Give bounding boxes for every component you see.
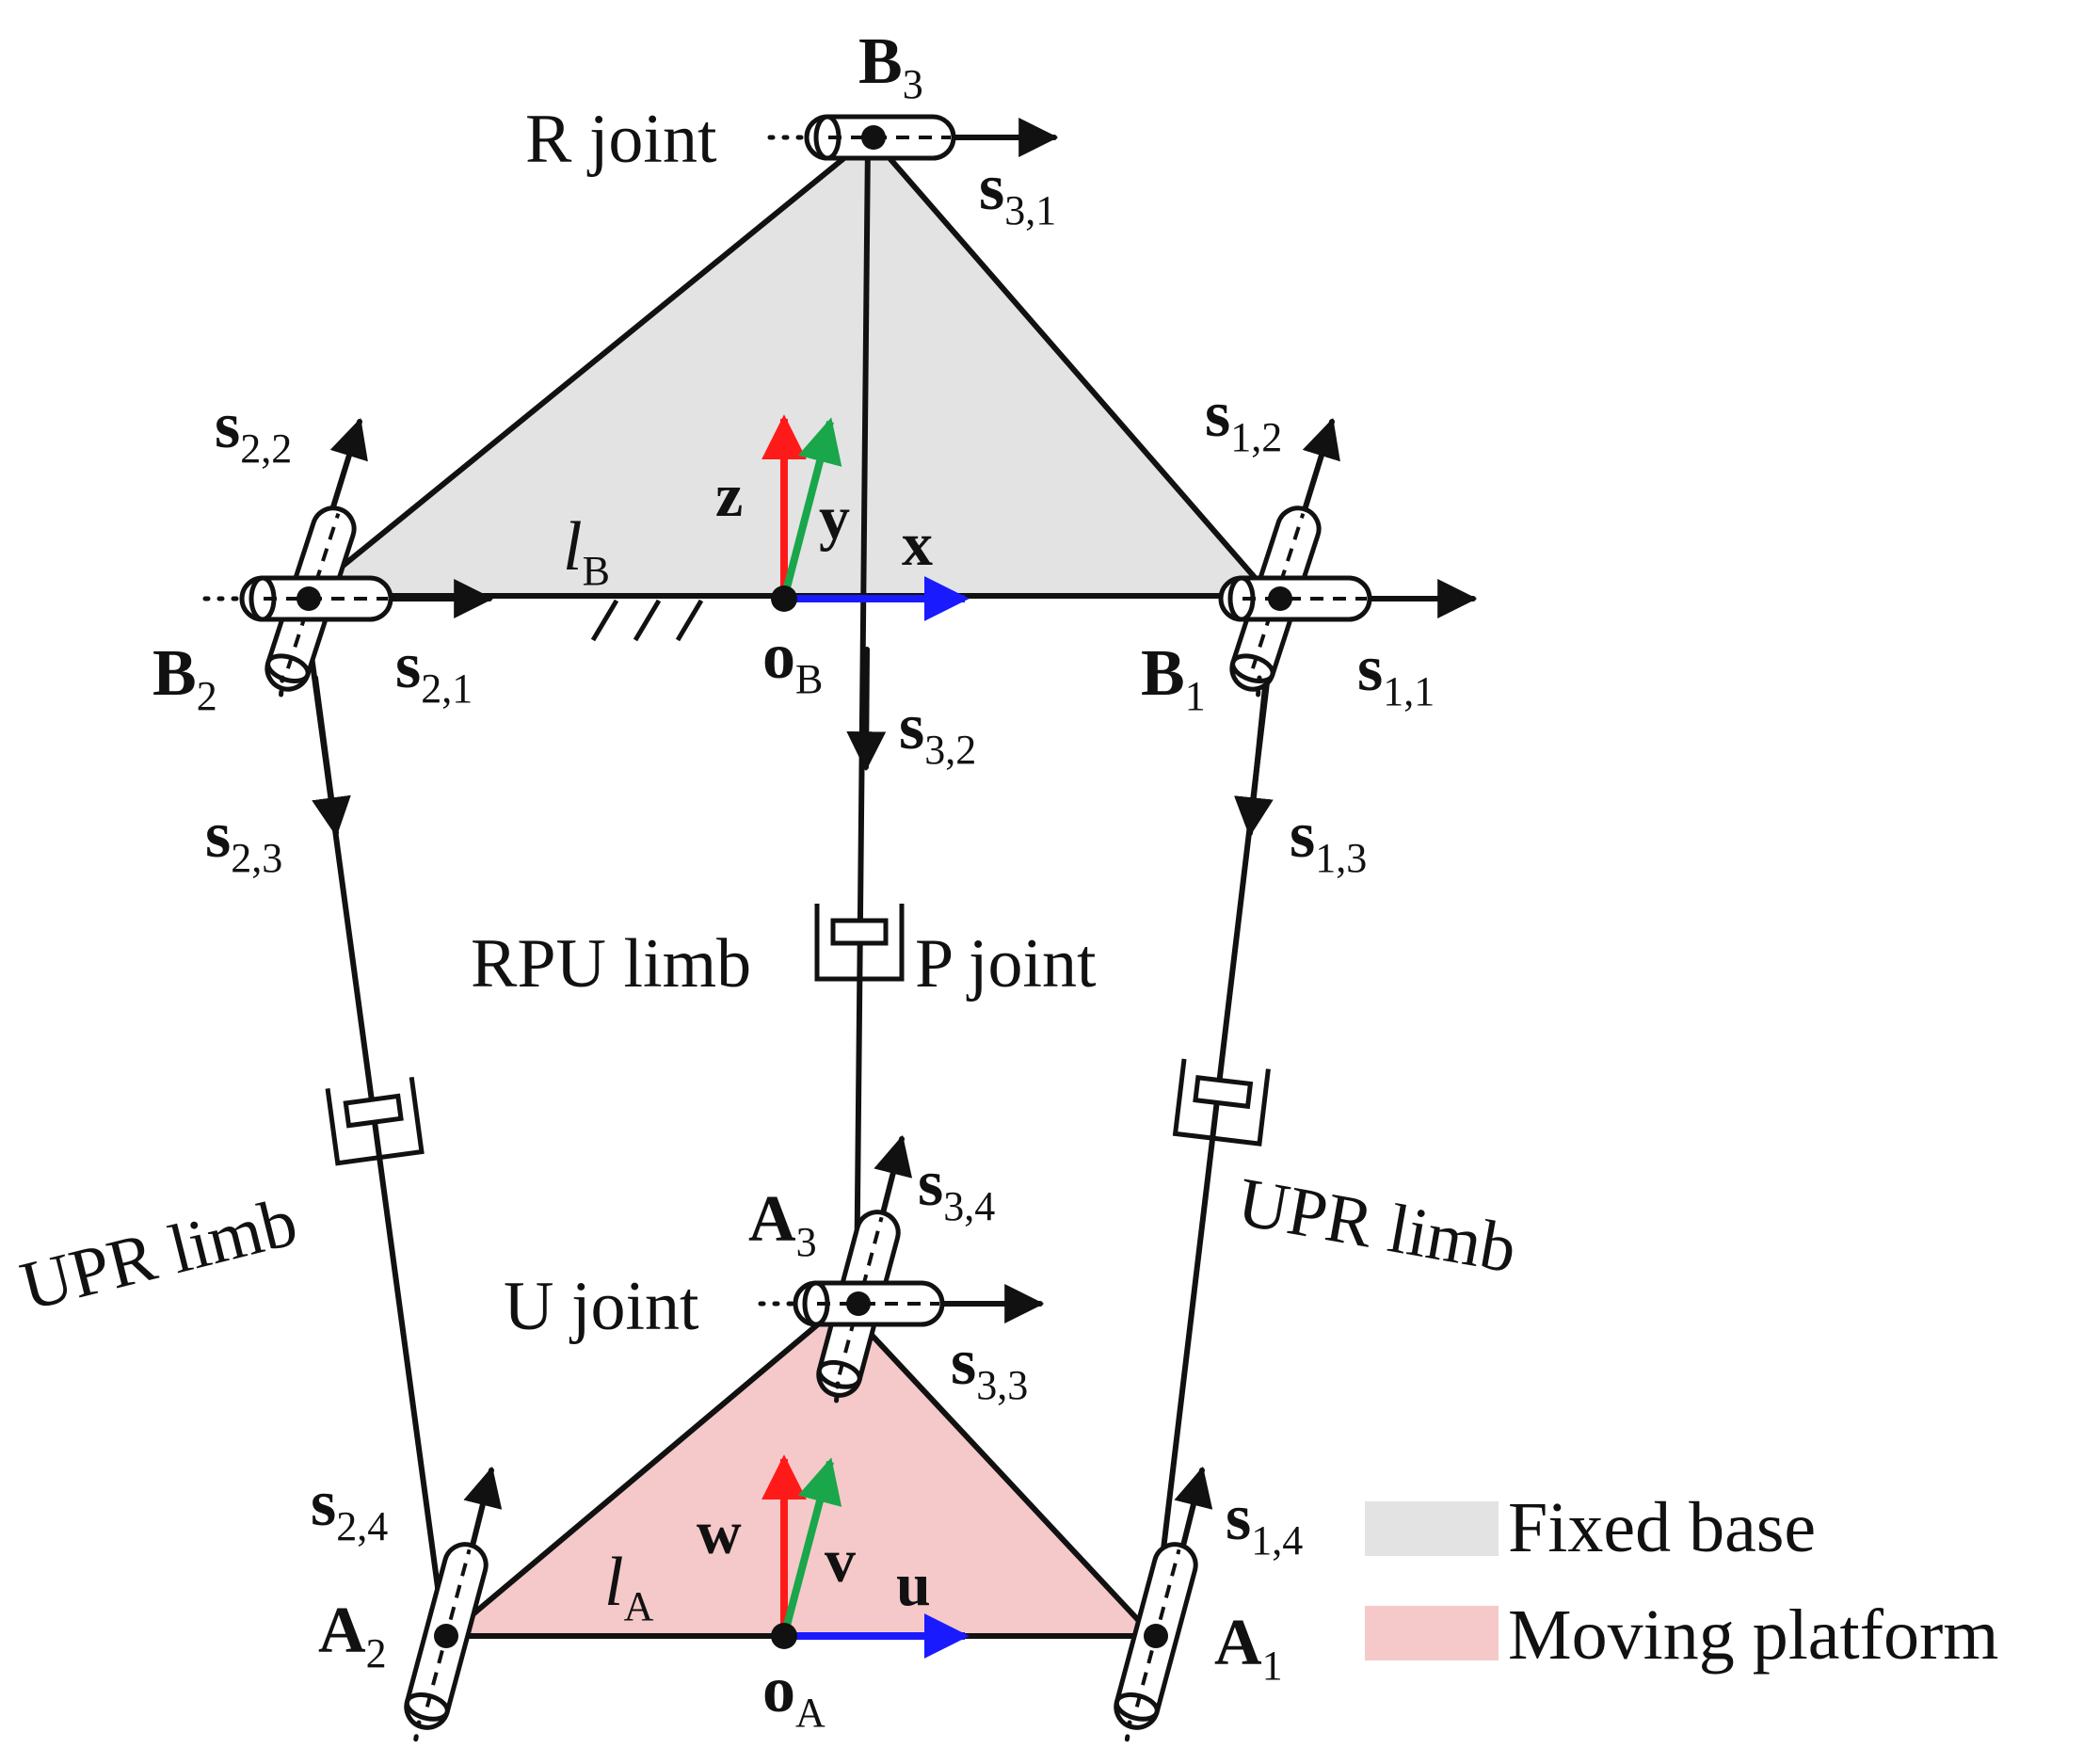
arrow-s23 bbox=[312, 675, 351, 838]
label-B1: B1 bbox=[1141, 637, 1206, 719]
label-B3: B3 bbox=[858, 25, 923, 107]
label-y-axis: y bbox=[819, 484, 850, 553]
label-upr-limb-left: UPR limb bbox=[13, 1183, 304, 1326]
fixed-base-triangle bbox=[303, 134, 1274, 599]
u-joint-b1 bbox=[1218, 505, 1372, 704]
u-joint-a3 bbox=[758, 1210, 945, 1410]
label-s21: s2,1 bbox=[395, 630, 473, 712]
label-s13: s1,3 bbox=[1290, 799, 1367, 881]
label-x-axis: x bbox=[902, 510, 933, 579]
r-joint-b3 bbox=[767, 114, 956, 161]
label-lA: lA bbox=[604, 1544, 654, 1629]
base-frame bbox=[761, 414, 970, 621]
label-A2: A2 bbox=[318, 1595, 387, 1676]
label-v-axis: v bbox=[825, 1527, 856, 1596]
y-axis-arrow bbox=[780, 417, 842, 601]
p-joint-middle bbox=[814, 904, 905, 982]
legend-swatch-fixed-base bbox=[1365, 1501, 1499, 1556]
label-u-axis: u bbox=[896, 1550, 931, 1619]
legend: Fixed base Moving platform bbox=[1365, 1488, 1998, 1675]
p-joint-left bbox=[325, 1076, 425, 1166]
arrow-s13 bbox=[1233, 675, 1274, 838]
label-oA: oA bbox=[762, 1654, 826, 1736]
p-joint-right bbox=[1172, 1058, 1271, 1147]
legend-label-fixed-base: Fixed base bbox=[1508, 1488, 1816, 1567]
label-r-joint: R joint bbox=[525, 101, 717, 178]
label-rpu-limb: RPU limb bbox=[471, 925, 751, 1002]
origin-oA bbox=[771, 1623, 797, 1649]
label-p-joint: P joint bbox=[915, 925, 1097, 1002]
label-s33: s3,3 bbox=[951, 1326, 1028, 1408]
label-s31: s3,1 bbox=[979, 152, 1056, 233]
label-s22: s2,2 bbox=[215, 390, 292, 472]
platform-frame bbox=[761, 1454, 970, 1659]
r-joint-a2 bbox=[404, 1542, 489, 1748]
r-joint-a1 bbox=[1114, 1542, 1198, 1748]
u-joint-b2 bbox=[202, 505, 393, 704]
label-s12: s1,2 bbox=[1205, 378, 1282, 460]
label-oB: oB bbox=[762, 620, 823, 702]
label-w-axis: w bbox=[697, 1499, 742, 1567]
label-B2: B2 bbox=[152, 637, 217, 719]
label-s32: s3,2 bbox=[899, 691, 976, 773]
label-A3: A3 bbox=[748, 1183, 817, 1265]
label-lB: lB bbox=[563, 508, 610, 594]
label-upr-limb-right: UPR limb bbox=[1232, 1163, 1522, 1289]
label-A1: A1 bbox=[1214, 1607, 1283, 1689]
label-s23: s2,3 bbox=[205, 799, 282, 881]
ground-hatch bbox=[590, 599, 704, 642]
label-u-joint: U joint bbox=[504, 1268, 699, 1345]
legend-swatch-moving-platform bbox=[1365, 1606, 1499, 1660]
v-axis-arrow bbox=[780, 1457, 842, 1638]
label-z-axis: z bbox=[715, 461, 743, 530]
limb-middle bbox=[854, 138, 871, 1302]
label-s24: s2,4 bbox=[311, 1467, 388, 1549]
label-s11: s1,1 bbox=[1357, 633, 1435, 714]
arrow-s32 bbox=[846, 647, 887, 772]
legend-label-moving-platform: Moving platform bbox=[1508, 1596, 1998, 1675]
origin-oB bbox=[771, 585, 797, 612]
label-s34: s3,4 bbox=[918, 1147, 995, 1229]
label-s14: s1,4 bbox=[1226, 1482, 1303, 1564]
